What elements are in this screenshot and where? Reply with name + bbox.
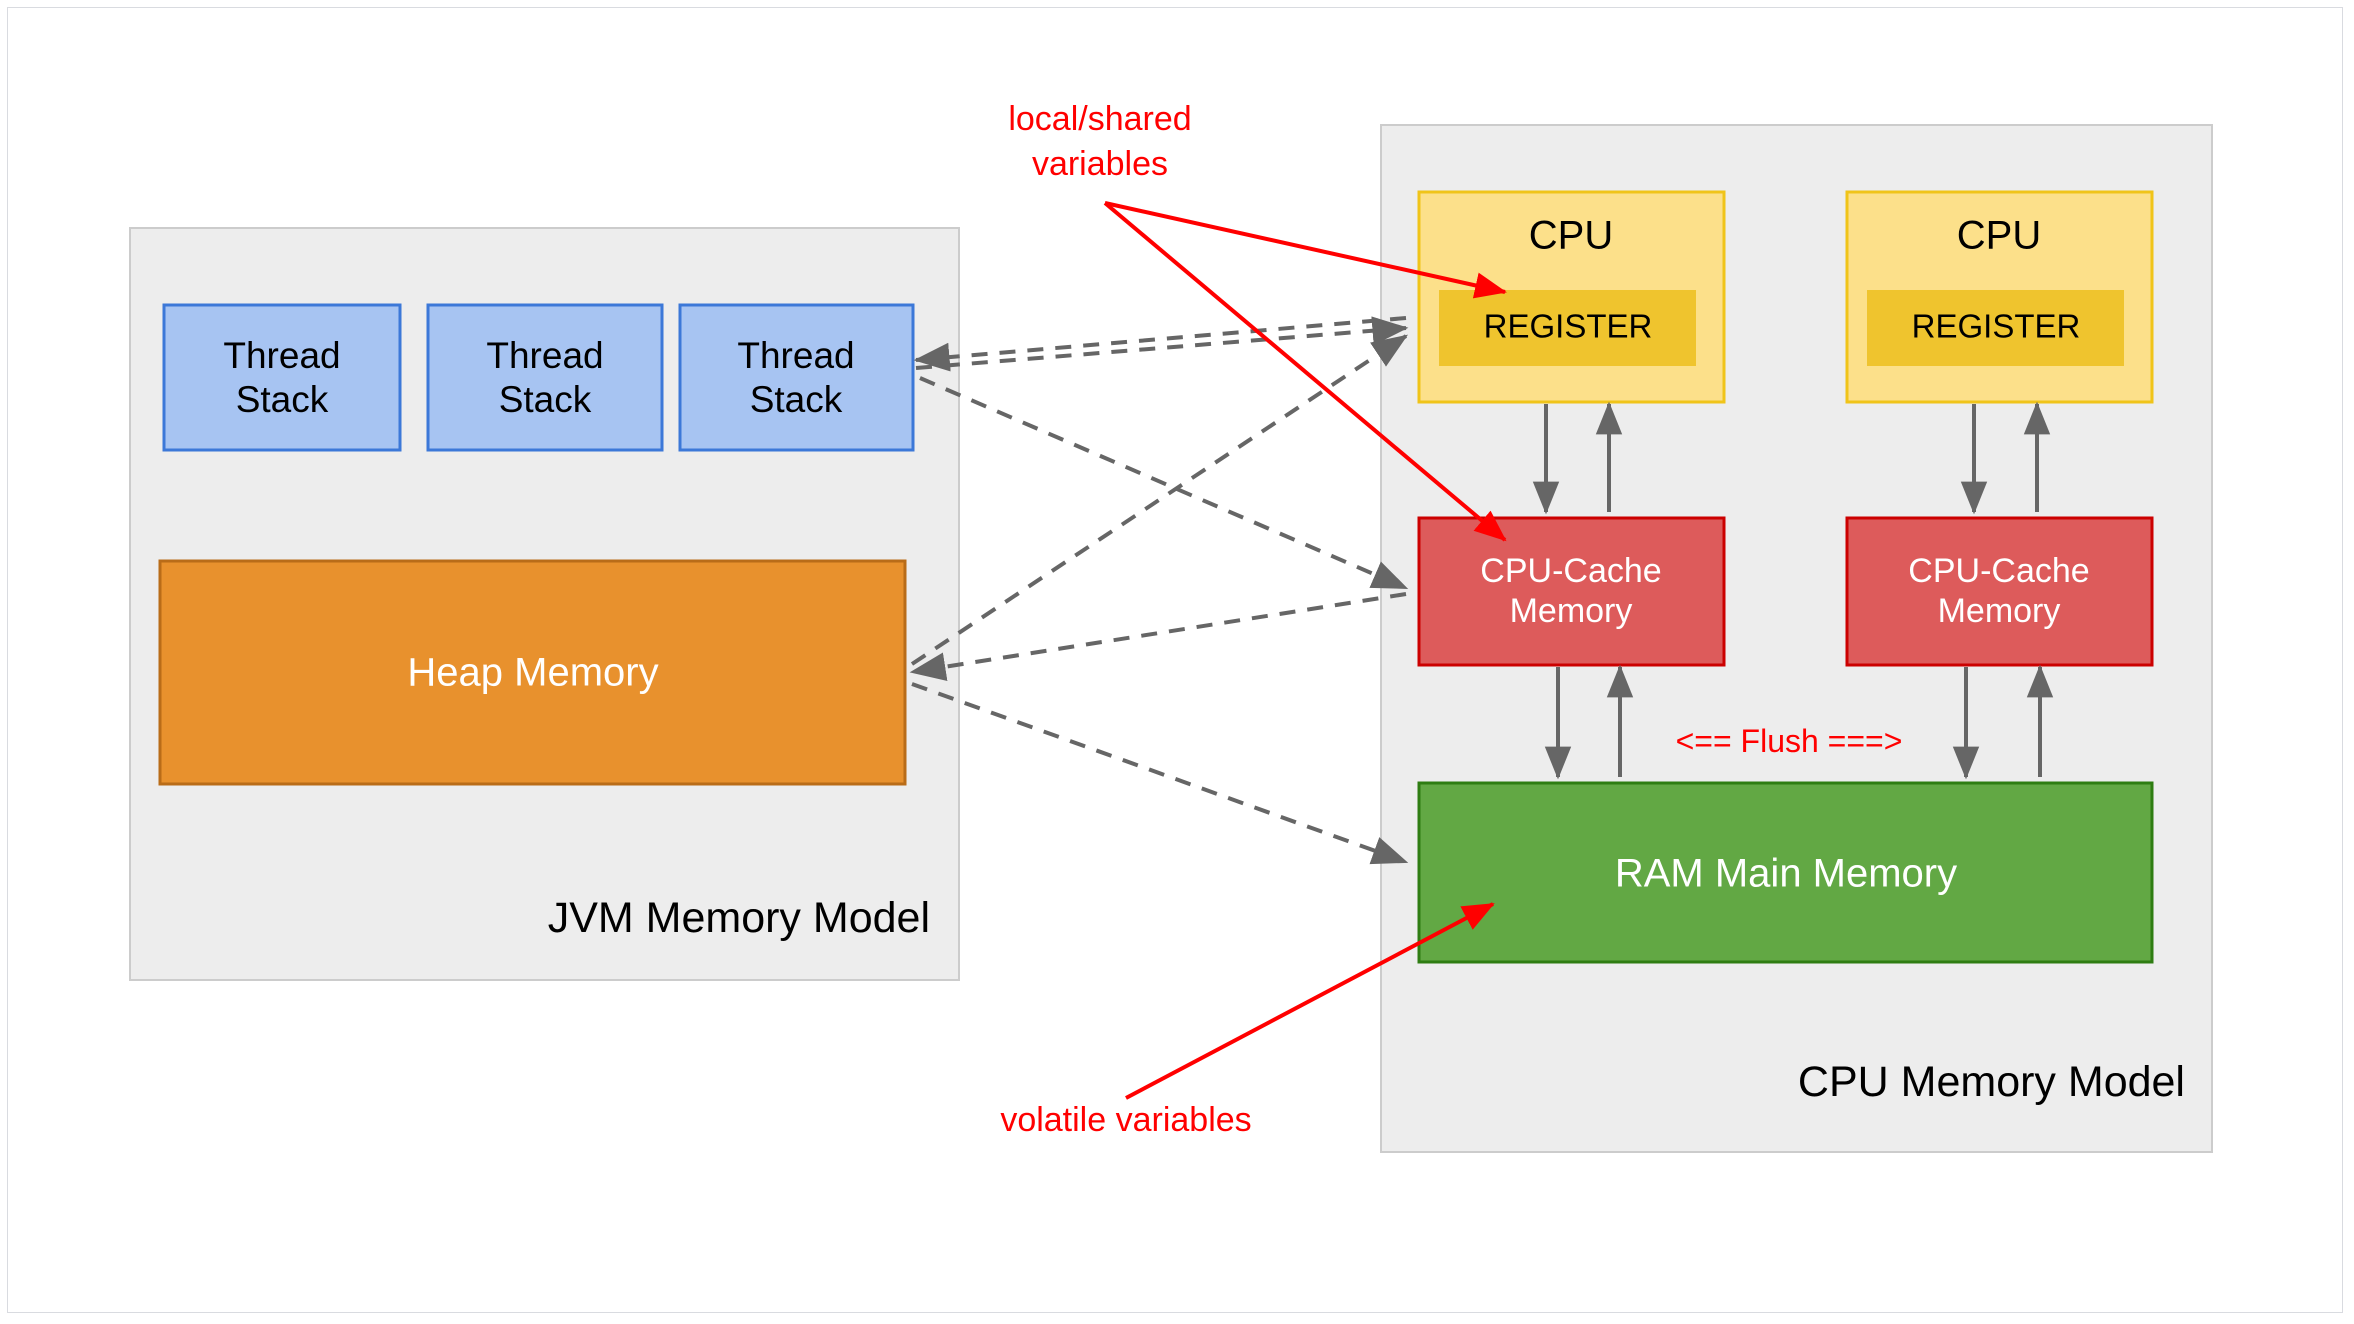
cpu-cache-rect-2[interactable] <box>1845 516 2154 667</box>
thread-stack-rect-1[interactable] <box>162 303 402 452</box>
cpu-core-box-1[interactable]: CPU REGISTER <box>1417 190 1726 404</box>
flush-label: <== Flush ===> <box>1676 723 1903 759</box>
register-rect-1[interactable] <box>1439 290 1696 366</box>
annotation-local-shared-line2: variables <box>1032 145 1168 183</box>
red-annotation-arrows <box>1103 201 1507 1100</box>
thread-stack-label-3b: Stack <box>750 379 843 420</box>
cpu-core-box-2[interactable]: CPU REGISTER <box>1845 190 2154 404</box>
dashed-thread-to-register <box>915 316 1409 370</box>
dashed-heap-to-ram <box>911 682 1409 865</box>
cpu-cache-label-1a: CPU-Cache <box>1480 552 1661 590</box>
thread-stack-box-1[interactable]: Thread Stack <box>162 303 402 452</box>
thread-stack-rect-3[interactable] <box>678 303 915 452</box>
cpu-internal-arrows <box>1532 401 2054 780</box>
thread-stack-box-2[interactable]: Thread Stack <box>426 303 664 452</box>
cpu-title-2: CPU <box>1957 214 2041 258</box>
annotation-local-shared-variables: local/shared variables <box>1008 100 1191 183</box>
thread-stack-label-2b: Stack <box>499 379 592 420</box>
cpu-title-1: CPU <box>1529 214 1613 258</box>
red-arrow-to-register <box>1104 201 1507 299</box>
dashed-register-to-thread <box>913 316 1407 372</box>
dashed-thread-to-cache <box>919 376 1409 590</box>
ram-main-memory-box[interactable]: RAM Main Memory <box>1417 781 2154 964</box>
cpu-cache-label-1b: Memory <box>1510 592 1633 630</box>
thread-stack-rect-2[interactable] <box>426 303 664 452</box>
cpu-panel-caption: CPU Memory Model <box>1798 1058 2185 1106</box>
thread-stack-label-1a: Thread <box>223 335 340 376</box>
cpu-cache-label-2b: Memory <box>1938 592 2061 630</box>
jvm-cpu-dashed-links <box>909 316 1409 865</box>
register-label-2: REGISTER <box>1912 308 2081 345</box>
jvm-memory-model-panel: Thread Stack Thread Stack Thread Stack H… <box>129 227 960 981</box>
cpu-cache-label-2a: CPU-Cache <box>1908 552 2089 590</box>
heap-memory-box[interactable]: Heap Memory <box>158 559 907 786</box>
ram-label: RAM Main Memory <box>1615 852 1957 896</box>
jvm-panel-caption: JVM Memory Model <box>548 894 930 942</box>
annotation-local-shared-line1: local/shared <box>1008 100 1191 138</box>
register-rect-2[interactable] <box>1867 290 2124 366</box>
heap-memory-rect[interactable] <box>158 559 907 786</box>
thread-stack-box-3[interactable]: Thread Stack <box>678 303 915 452</box>
annotation-volatile-label: volatile variables <box>1000 1101 1251 1139</box>
ram-rect[interactable] <box>1417 781 2154 964</box>
thread-stack-label-1b: Stack <box>236 379 329 420</box>
heap-memory-label: Heap Memory <box>407 651 658 695</box>
cpu-cache-rect-1[interactable] <box>1417 516 1726 667</box>
annotation-volatile-variables: volatile variables <box>1000 1101 1251 1139</box>
dashed-heap-to-register <box>910 334 1408 666</box>
cpu-cache-box-2[interactable]: CPU-Cache Memory <box>1845 516 2154 667</box>
register-label-1: REGISTER <box>1484 308 1653 345</box>
thread-stack-label-2a: Thread <box>486 335 603 376</box>
cpu-cache-box-1[interactable]: CPU-Cache Memory <box>1417 516 1726 667</box>
cpu-memory-model-panel: CPU REGISTER CPU REGISTER CPU-Cache Memo… <box>1380 124 2213 1153</box>
dashed-cache-to-heap <box>909 592 1407 681</box>
red-arrow-to-ram <box>1125 902 1495 1100</box>
thread-stack-label-3a: Thread <box>737 335 854 376</box>
red-arrow-to-cache <box>1103 201 1507 542</box>
